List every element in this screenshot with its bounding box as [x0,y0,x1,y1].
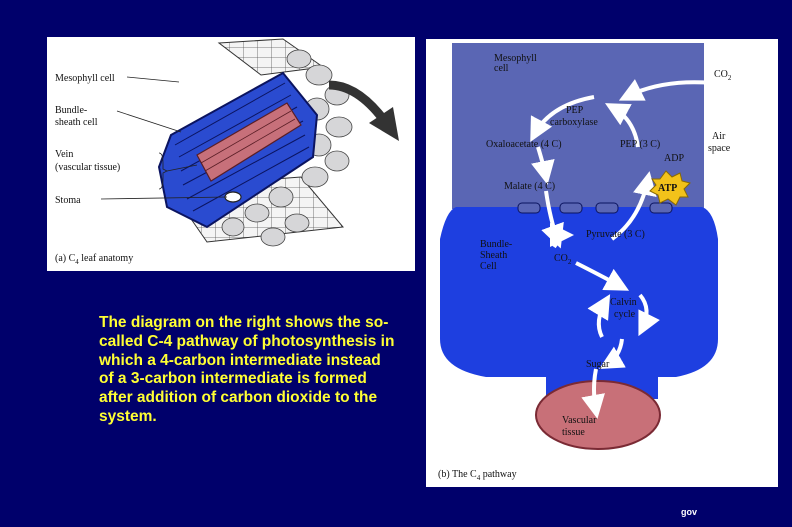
bundle-sheath-cell [440,207,718,399]
label-air-2: space [708,143,731,154]
label-bundle-sheath-2: sheath cell [55,117,98,128]
explanation-text: The diagram on the right shows the so-ca… [99,314,395,425]
label-pep-3c: PEP (3 C) [620,139,660,150]
leaf-anatomy-illustration: Mesophyll cell Bundle- sheath cell Vein … [55,38,399,266]
label-vein-2: (vascular tissue) [55,162,120,173]
leaf-anatomy-caption: (a) C4 leaf anatomy [55,253,133,266]
footer-text: gov [681,507,698,517]
label-pyruvate: Pyruvate (3 C) [586,229,645,240]
label-oxaloacetate: Oxaloacetate (4 C) [486,139,562,150]
label-vein-1: Vein [55,149,73,160]
label-bundle-sheath-cell-1: Bundle- [480,239,512,250]
pointer-arrow [328,80,387,122]
pathway-caption: (b) The C4 pathway [438,469,517,482]
label-calvin-2: cycle [614,309,636,320]
stoma [224,191,242,203]
label-stoma: Stoma [55,195,81,206]
vascular-tissue [535,380,661,450]
label-mesophyll-1: Mesophyll [494,53,537,64]
label-atp: ATP [658,183,677,194]
label-mesophyll-cell: Mesophyll cell [55,73,115,84]
leaf-anatomy-panel: Mesophyll cell Bundle- sheath cell Vein … [47,37,415,271]
atp-burst [649,170,691,206]
pathway-arrows [530,79,713,419]
label-bundle-sheath-cell-2: Sheath [480,250,507,261]
c4-pathway-diagram: Mesophyll cell CO2 Air space PEP carboxy… [438,43,732,482]
label-co2-in: CO2 [714,69,732,82]
label-vascular-2: tissue [562,427,585,438]
label-pep-carboxylase-2: carboxylase [550,117,598,128]
label-bundle-sheath-cell-3: Cell [480,261,497,272]
label-sugar: Sugar [586,359,610,370]
vein [196,102,302,182]
label-pep-carboxylase-1: PEP [566,105,584,116]
c4-pathway-panel: Mesophyll cell CO2 Air space PEP carboxy… [426,39,778,487]
label-vascular-1: Vascular [562,415,597,426]
label-calvin-1: Calvin [610,297,637,308]
label-bundle-sheath-1: Bundle- [55,105,87,116]
label-adp: ADP [664,153,684,164]
label-mesophyll-2: cell [494,63,509,74]
label-co2-bundle-sheath: CO2 [554,253,572,266]
label-malate: Malate (4 C) [504,181,555,192]
label-air-1: Air [712,131,726,142]
